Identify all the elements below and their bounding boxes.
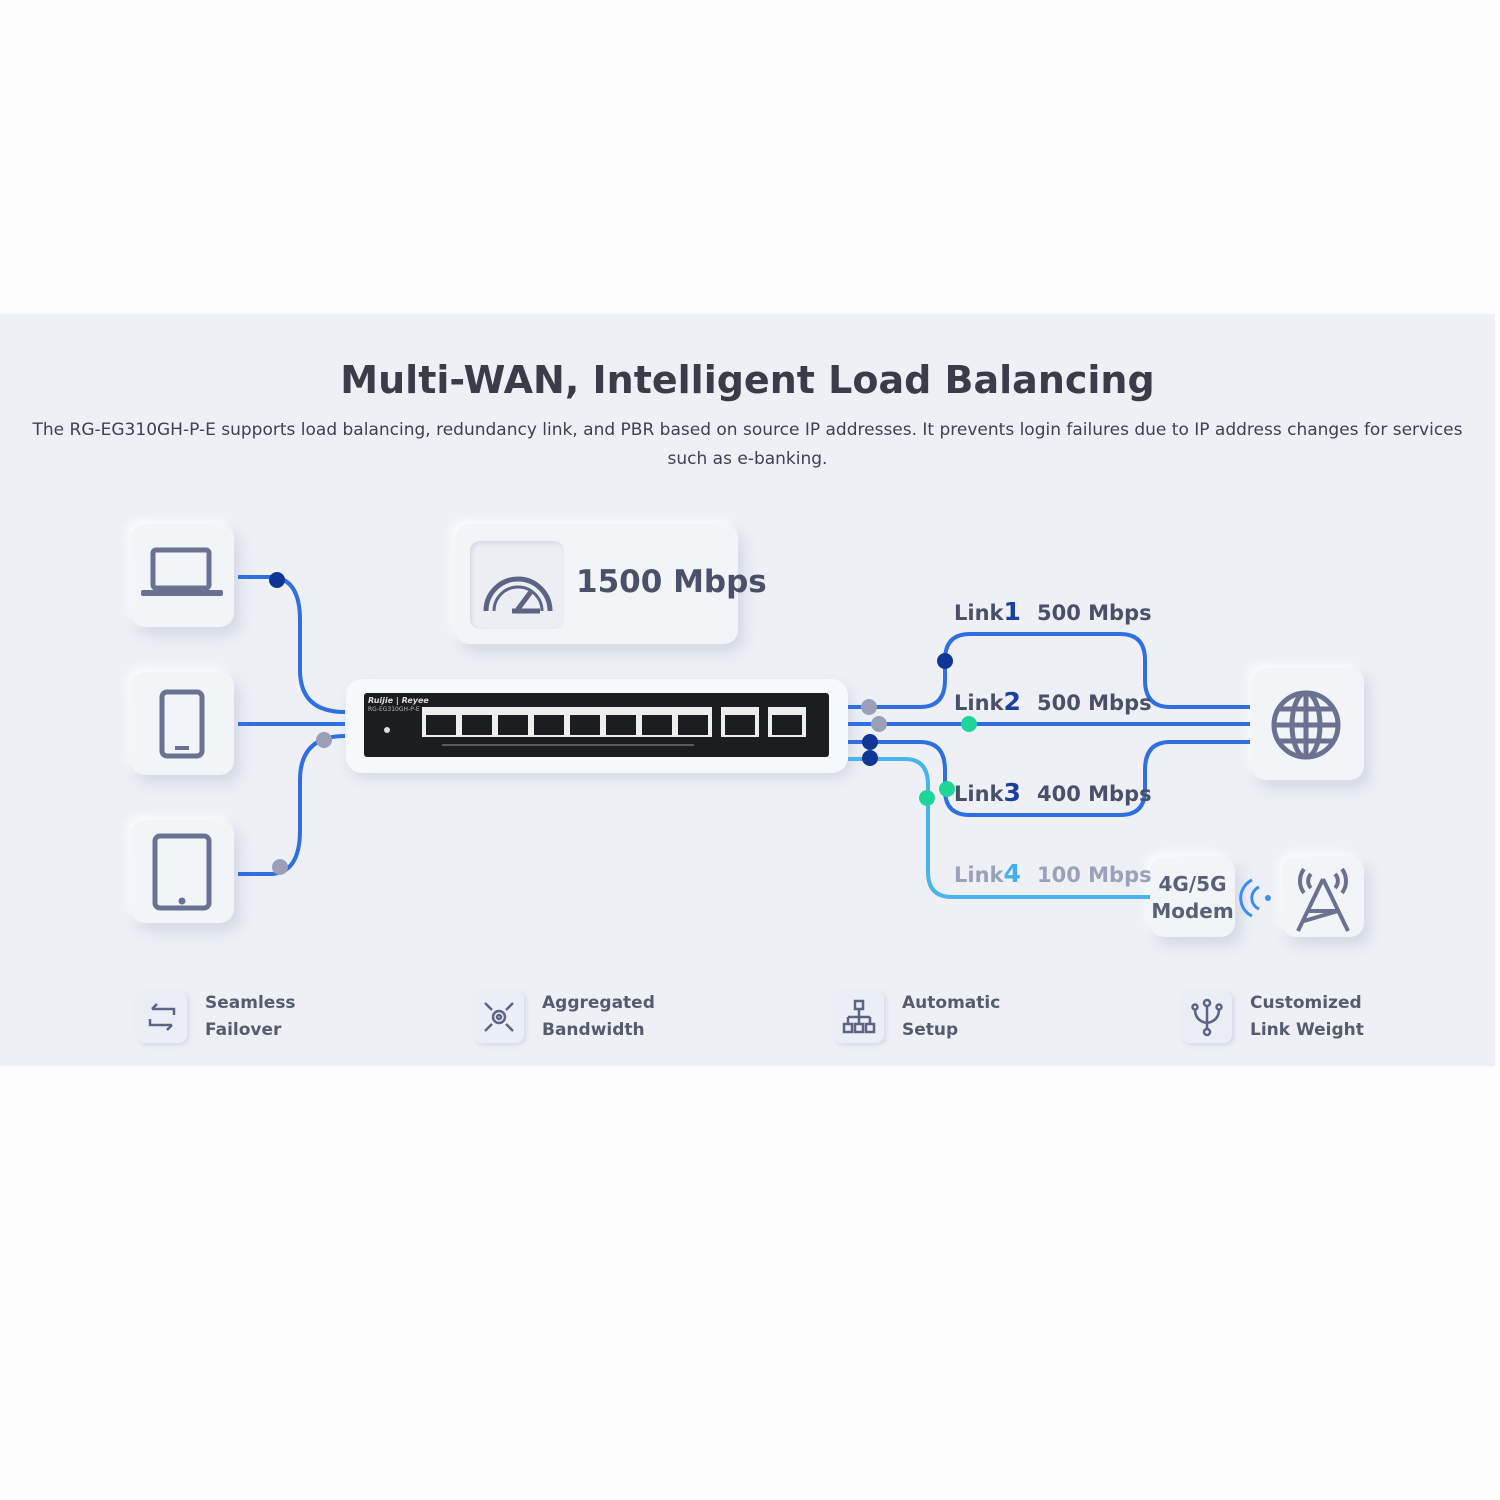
page-title: Multi-WAN, Intelligent Load Balancing xyxy=(340,358,1155,402)
total-throughput: 1500 Mbps xyxy=(576,564,767,600)
swap-arrows-icon xyxy=(148,1003,176,1031)
link3-speed: 400 Mbps xyxy=(1037,782,1152,806)
trident-icon xyxy=(1191,998,1223,1037)
link2-label: Link2 xyxy=(954,687,1021,716)
feature-subtitle: Setup xyxy=(902,1020,959,1040)
internet-card xyxy=(1252,668,1364,780)
link2-speed: 500 Mbps xyxy=(1037,691,1152,715)
link4-label: Link4 xyxy=(954,859,1021,888)
modem-label-line1: 4G/5G xyxy=(1158,872,1227,896)
router-front-panel: Ruijie | Reyee RG-EG310GH-P-E xyxy=(364,693,829,757)
link4-speed: 100 Mbps xyxy=(1037,863,1152,887)
feature-title: Customized xyxy=(1250,993,1362,1013)
converge-arrows-icon xyxy=(484,1002,514,1032)
wireless-signal-icon xyxy=(1239,878,1271,918)
link1-speed: 500 Mbps xyxy=(1037,601,1152,625)
laptop-card xyxy=(131,524,234,627)
link3-label: Link3 xyxy=(954,778,1021,807)
speedometer-icon xyxy=(483,576,553,614)
modem-card: 4G/5G Modem xyxy=(1150,857,1235,937)
phone-icon xyxy=(159,689,205,759)
feature-title: Seamless xyxy=(205,993,296,1013)
page-description: The RG-EG310GH-P-E supports load balanci… xyxy=(32,420,1463,469)
router-model: RG-EG310GH-P-E xyxy=(368,706,420,713)
phone-card xyxy=(131,672,234,775)
tower-card xyxy=(1282,857,1364,937)
feature-subtitle: Failover xyxy=(205,1020,282,1040)
feature-title: Aggregated xyxy=(542,993,655,1013)
laptop-icon xyxy=(141,547,223,596)
globe-icon xyxy=(1271,690,1341,760)
router-brand: Ruijie | Reyee xyxy=(368,696,429,705)
link1-label: Link1 xyxy=(954,597,1021,626)
hierarchy-icon xyxy=(842,999,876,1034)
cell-tower-icon xyxy=(1296,867,1350,932)
feature-subtitle: Bandwidth xyxy=(542,1020,645,1040)
router-device: Ruijie | Reyee RG-EG310GH-P-E xyxy=(346,679,848,773)
router-ports xyxy=(384,707,806,746)
feature-subtitle: Link Weight xyxy=(1250,1020,1364,1040)
feature-title: Automatic xyxy=(902,993,1001,1013)
tablet-card xyxy=(131,820,234,923)
throughput-card xyxy=(455,524,738,644)
tablet-icon xyxy=(152,833,212,911)
modem-label-line2: Modem xyxy=(1151,899,1234,923)
